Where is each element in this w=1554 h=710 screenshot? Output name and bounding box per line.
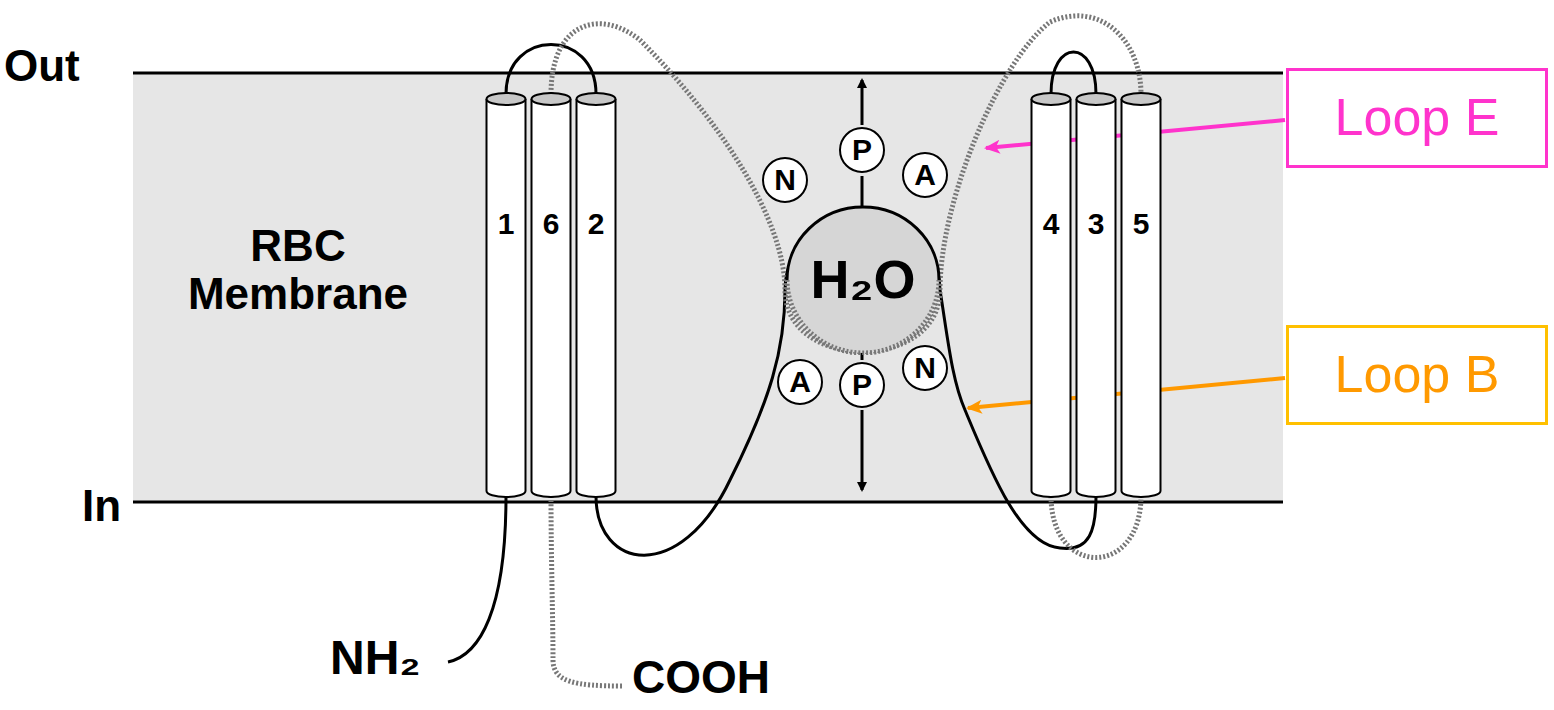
- helix-number: 4: [1030, 207, 1072, 240]
- helix-cylinder: 6: [530, 92, 572, 498]
- loop-d: [1051, 496, 1141, 558]
- helix-number: 6: [530, 207, 572, 240]
- diagram-label: COOH: [632, 652, 770, 703]
- water-pore: H₂O: [785, 205, 941, 355]
- cylinder-shape: [1075, 92, 1117, 498]
- residue-circle: N: [762, 157, 808, 203]
- cylinder-body: [487, 99, 526, 497]
- cylinder-top: [1122, 93, 1161, 105]
- water-label: H₂O: [811, 250, 916, 309]
- helix-cylinder: 1: [485, 92, 527, 498]
- cylinder-top: [532, 93, 571, 105]
- cylinder-shape: [1030, 92, 1072, 498]
- cylinder-body: [1077, 99, 1116, 497]
- helix-number: 2: [575, 207, 617, 240]
- residue-circle: A: [902, 152, 948, 198]
- cylinder-shape: [530, 92, 572, 498]
- pore-fill: [787, 207, 939, 353]
- cylinder-body: [1032, 99, 1071, 497]
- diagram-label: Out: [4, 42, 80, 90]
- cylinder-top: [577, 93, 616, 105]
- membrane-band: [133, 73, 1283, 502]
- helix-number: 3: [1075, 207, 1117, 240]
- outer-boundary: [133, 72, 1283, 75]
- callout-box: Loop B: [1286, 325, 1548, 425]
- c-terminus: [551, 496, 622, 686]
- cylinder-body: [532, 99, 571, 497]
- callout-box: Loop E: [1286, 68, 1548, 168]
- cylinder-body: [1122, 99, 1161, 497]
- loop-b-line: [596, 223, 1096, 556]
- diagram-label: RBC Membrane: [173, 222, 423, 319]
- cylinder-top: [1077, 93, 1116, 105]
- residue-letter: P: [852, 370, 872, 400]
- cylinder-shape: [575, 92, 617, 498]
- water-arrow: [861, 410, 864, 490]
- water-arrow: [861, 80, 864, 125]
- cylinder-top: [1032, 93, 1071, 105]
- n-terminus: [448, 496, 506, 662]
- cylinder-top: [487, 93, 526, 105]
- inner-boundary: [133, 501, 1283, 504]
- residue-circle: P: [839, 127, 885, 173]
- cylinder-body: [577, 99, 616, 497]
- residue-letter: A: [914, 160, 936, 190]
- residue-letter: N: [914, 353, 936, 383]
- cylinder-shape: [1120, 92, 1162, 498]
- helix-cylinder: 4: [1030, 92, 1072, 498]
- residue-circle: P: [839, 362, 885, 408]
- callout-text: Loop B: [1335, 346, 1500, 403]
- diagram-label: NH₂: [330, 632, 421, 685]
- helix-number: 1: [485, 207, 527, 240]
- callout-text: Loop E: [1335, 89, 1500, 146]
- diagram-label: In: [82, 482, 121, 530]
- helix-cylinder: 3: [1075, 92, 1117, 498]
- loop-c: [1051, 52, 1096, 94]
- residue-circle: N: [902, 345, 948, 391]
- residue-letter: P: [852, 135, 872, 165]
- helix-cylinder: 5: [1120, 92, 1162, 498]
- cylinder-shape: [485, 92, 527, 498]
- residue-circle: A: [777, 359, 823, 405]
- helix-cylinder: 2: [575, 92, 617, 498]
- residue-letter: A: [789, 367, 811, 397]
- residue-letter: N: [774, 165, 796, 195]
- helix-number: 5: [1120, 207, 1162, 240]
